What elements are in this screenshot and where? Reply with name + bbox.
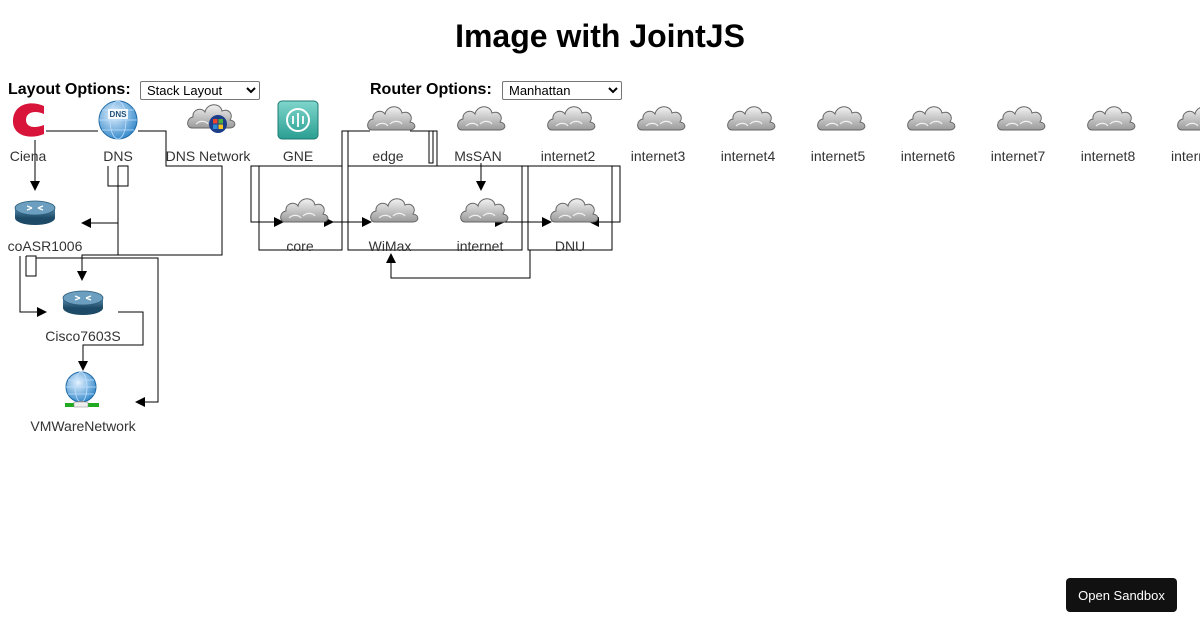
router-options-label: Router Options: [370,81,492,98]
cloud-icon [547,106,596,131]
gne-icon [277,100,319,140]
layout-select[interactable]: Stack Layout [140,81,260,100]
router-select[interactable]: Manhattan [502,81,622,100]
link-coasr-vmware[interactable] [36,257,159,407]
node-dns[interactable]: DNS DNS [98,100,138,164]
link-edge-dnu-box[interactable] [428,131,613,251]
cloud-icon [460,198,509,223]
link-edge-core-box[interactable] [258,166,343,251]
node-dnu[interactable]: DNU [550,198,599,254]
node-label: VMWareNetwork [30,418,136,434]
cloud-icon [370,198,419,223]
node-label: GNE [283,148,313,164]
cloud-icon [280,198,329,223]
cloud-icon [907,106,956,131]
cloud-windows-icon [187,104,236,133]
link-coasr-cisco[interactable] [19,255,46,312]
node-gne[interactable]: GNE [277,100,319,164]
links-layer [19,130,621,407]
node-core[interactable]: core [280,198,329,254]
router-icon [62,290,104,316]
node-internet[interactable]: internet [457,198,509,254]
router-icon [14,200,56,226]
link-edge-core[interactable] [250,130,370,227]
node-label: edge [372,148,403,164]
cloud-icon [727,106,776,131]
node-label: core [286,238,313,254]
node-internet3[interactable]: internet3 [631,106,686,164]
node-label: DNU [555,238,585,254]
node-label: internet5 [811,148,866,164]
page-title: Image with JointJS [455,18,745,54]
node-label: MsSAN [454,148,501,164]
node-internet5[interactable]: internet5 [811,106,866,164]
node-mssan[interactable]: MsSAN [454,106,506,164]
network-diagram[interactable]: Ciena DNS DNS DNS Network GNE [0,95,1200,445]
open-sandbox-button[interactable]: Open Sandbox [1066,578,1177,612]
cloud-icon [457,106,506,131]
node-label: internet4 [721,148,776,164]
cloud-icon [997,106,1046,131]
node-internet4[interactable]: internet4 [721,106,776,164]
network-globe-icon [65,371,99,408]
node-label: internet7 [991,148,1046,164]
link-dnu-wimax[interactable] [386,250,531,279]
svg-text:DNS: DNS [110,110,128,119]
node-label: internet8 [1081,148,1136,164]
link-cisco-vmware[interactable] [78,311,144,371]
node-label: DNS [103,148,133,164]
node-ciena[interactable]: Ciena [10,103,47,164]
node-edge[interactable]: edge [367,106,416,164]
link-dns-coasr[interactable] [81,166,119,228]
cloud-icon [1087,106,1136,131]
node-label: interr [1171,148,1200,164]
link-dnsnet-cisco[interactable] [104,130,223,256]
node-vmwarenetwork[interactable]: VMWareNetwork [30,371,137,434]
cloud-icon [1177,106,1200,131]
node-internet8[interactable]: internet8 [1081,106,1136,164]
node-coasr1006[interactable]: coASR1006 [8,200,83,254]
node-internet7[interactable]: internet7 [991,106,1046,164]
node-label: Ciena [10,148,47,164]
cloud-icon [637,106,686,131]
node-internet6[interactable]: internet6 [901,106,956,164]
dns-globe-icon: DNS [98,100,138,140]
cloud-icon [817,106,866,131]
layout-options-label: Layout Options: [8,81,131,98]
node-internet2[interactable]: internet2 [541,106,596,164]
ciena-logo-icon [12,103,44,137]
node-label: coASR1006 [8,238,83,254]
node-label: internet2 [541,148,596,164]
node-dns-network[interactable]: DNS Network [166,104,252,164]
node-wimax[interactable]: WiMax [369,198,419,254]
node-label: DNS Network [166,148,252,164]
node-label: internet [457,238,504,254]
node-label: internet3 [631,148,686,164]
node-label: Cisco7603S [45,328,121,344]
cloud-icon [550,198,599,223]
node-label: WiMax [369,238,412,254]
node-label: internet6 [901,148,956,164]
link-dns-cisco[interactable] [82,165,129,280]
cloud-icon [367,106,416,131]
node-internet9[interactable]: interr [1171,106,1200,164]
node-cisco7603s[interactable]: Cisco7603S [45,290,121,344]
